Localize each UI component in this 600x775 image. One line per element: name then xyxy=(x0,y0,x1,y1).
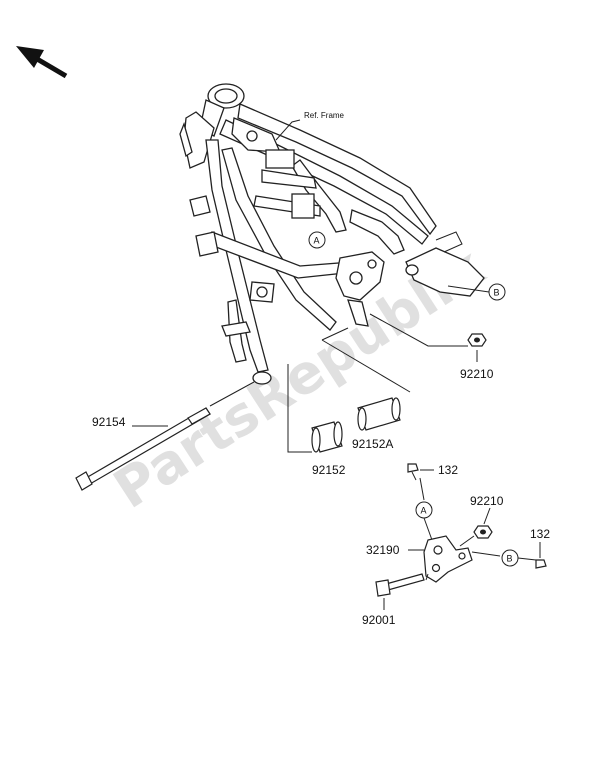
spacer-92152A xyxy=(357,397,401,431)
nut-92210-bracket xyxy=(459,507,493,547)
bolt-92001 xyxy=(375,573,429,610)
leader-lines-spacers xyxy=(287,327,411,453)
nut-92210-top xyxy=(369,313,487,362)
engine-bracket-32190 xyxy=(408,535,473,583)
svg-text:B: B xyxy=(494,288,500,298)
svg-text:B: B xyxy=(507,554,513,564)
direction-arrow-icon xyxy=(16,46,68,79)
part-label-92152: 92152 xyxy=(312,463,346,477)
callout-a-frame: A xyxy=(308,231,326,249)
ref-frame-label: Ref. Frame xyxy=(304,111,345,120)
part-label-132-right: 132 xyxy=(530,527,550,541)
part-label-92152A: 92152A xyxy=(352,437,393,451)
callout-a-bracket: A xyxy=(415,501,433,541)
svg-text:A: A xyxy=(314,236,320,246)
part-label-32190: 32190 xyxy=(366,543,400,557)
part-label-92154: 92154 xyxy=(92,415,126,429)
svg-text:A: A xyxy=(421,506,427,516)
part-label-132-top: 132 xyxy=(438,463,458,477)
part-label-92210-top: 92210 xyxy=(460,367,494,381)
spacer-92152 xyxy=(311,421,343,453)
bolt-132-top xyxy=(407,463,434,501)
motorcycle-frame xyxy=(179,83,485,385)
part-label-92001: 92001 xyxy=(362,613,396,627)
bolt-92154 xyxy=(75,381,255,491)
bolt-132-right xyxy=(535,542,547,569)
callout-b-frame: B xyxy=(447,283,506,301)
part-label-92210-bracket: 92210 xyxy=(470,494,504,508)
callout-b-bracket: B xyxy=(471,549,537,567)
